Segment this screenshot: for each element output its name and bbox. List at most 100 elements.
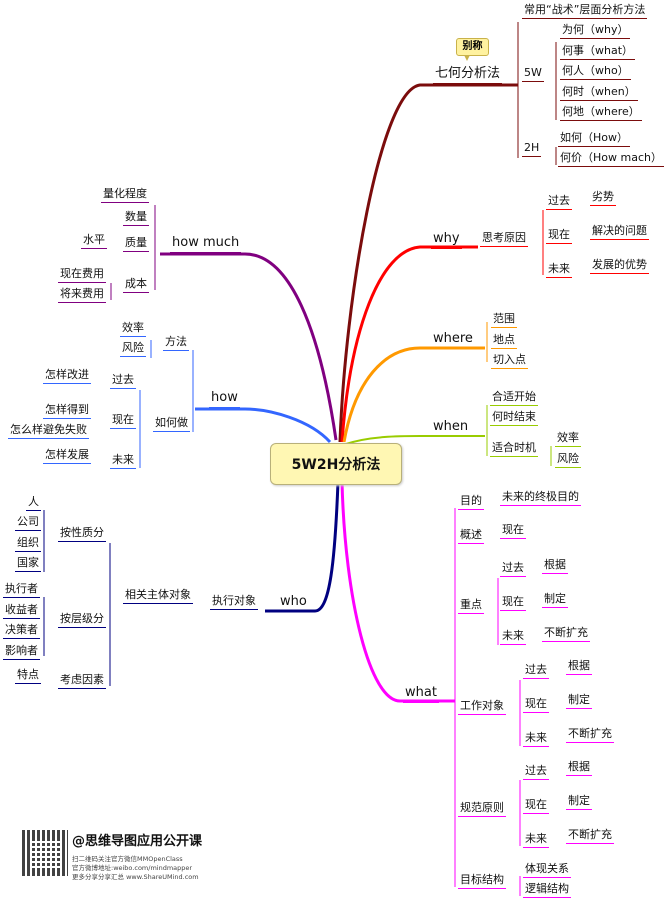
topic-node[interactable]: 过去 xyxy=(523,764,549,780)
branch-label-what[interactable]: what xyxy=(403,685,439,703)
topic-node[interactable]: 目的 xyxy=(458,494,484,510)
topic-node[interactable]: 未来 xyxy=(110,453,136,469)
branch-label-how[interactable]: how xyxy=(209,390,240,408)
topic-node[interactable]: 影响者 xyxy=(3,644,40,660)
topic-node[interactable]: 按性质分 xyxy=(58,526,106,542)
topic-node[interactable]: 未来 xyxy=(546,262,572,278)
topic-node[interactable]: 制定 xyxy=(542,592,568,608)
topic-node[interactable]: 现在 xyxy=(500,523,526,539)
topic-node[interactable]: 合适开始 xyxy=(490,390,538,406)
topic-node[interactable]: 相关主体对象 xyxy=(123,588,193,604)
footer-title: @思维导图应用公开课 xyxy=(72,834,203,849)
topic-node[interactable]: 工作对象 xyxy=(458,699,506,715)
topic-node[interactable]: 目标结构 xyxy=(458,873,506,889)
topic-node[interactable]: 过去 xyxy=(546,194,572,210)
branch-label-why[interactable]: why xyxy=(431,231,462,249)
topic-node[interactable]: 根据 xyxy=(566,659,592,675)
topic-node[interactable]: 何价（How mach） xyxy=(558,151,664,167)
topic-node[interactable]: 执行者 xyxy=(3,582,40,598)
topic-node[interactable]: 2H xyxy=(522,141,542,157)
topic-node[interactable]: 公司 xyxy=(15,515,41,531)
topic-node[interactable]: 人 xyxy=(26,495,41,511)
topic-node[interactable]: 体现关系 xyxy=(523,862,571,878)
topic-node[interactable]: 过去 xyxy=(110,373,136,389)
topic-node[interactable]: 现在 xyxy=(523,697,549,713)
topic-node[interactable]: 适合时机 xyxy=(490,441,538,457)
topic-node[interactable]: 成本 xyxy=(123,277,149,293)
topic-node[interactable]: 未来 xyxy=(523,832,549,848)
topic-node[interactable]: 未来 xyxy=(500,629,526,645)
topic-node[interactable]: 特点 xyxy=(15,668,41,684)
topic-node[interactable]: 效率 xyxy=(555,431,581,447)
branch-label-howmuch[interactable]: how much xyxy=(170,235,242,253)
topic-node[interactable]: 不断扩充 xyxy=(542,626,590,642)
topic-node[interactable]: 现在 xyxy=(523,798,549,814)
branch-who xyxy=(265,481,340,613)
topic-node[interactable]: 执行对象 xyxy=(210,594,258,610)
topic-node[interactable]: 现在 xyxy=(500,595,526,611)
topic-node[interactable]: 制定 xyxy=(566,794,592,810)
topic-node[interactable]: 数量 xyxy=(123,210,149,226)
topic-node[interactable]: 何地（where） xyxy=(560,105,642,121)
topic-node[interactable]: 劣势 xyxy=(590,190,616,206)
branch-label-who[interactable]: who xyxy=(278,594,309,612)
topic-node[interactable]: 怎么样避免失败 xyxy=(8,423,89,439)
topic-node[interactable]: 不断扩充 xyxy=(566,727,614,743)
topic-node[interactable]: 常用“战术”层面分析方法 xyxy=(522,3,648,19)
topic-node[interactable]: 何时结束 xyxy=(490,410,538,426)
topic-node[interactable]: 按层级分 xyxy=(58,612,106,628)
topic-node[interactable]: 方法 xyxy=(163,335,189,351)
topic-node[interactable]: 风险 xyxy=(120,341,146,357)
topic-node[interactable]: 范围 xyxy=(491,312,517,328)
topic-node[interactable]: 如何做 xyxy=(153,416,190,432)
topic-node[interactable]: 风险 xyxy=(555,452,581,468)
topic-node[interactable]: 怎样发展 xyxy=(43,448,91,464)
topic-node[interactable]: 将来费用 xyxy=(58,287,106,303)
topic-node[interactable]: 切入点 xyxy=(491,353,528,369)
topic-node[interactable]: 过去 xyxy=(500,561,526,577)
topic-node[interactable]: 决策者 xyxy=(3,623,40,639)
callout-alias[interactable]: 别称 xyxy=(456,38,489,61)
topic-node[interactable]: 现在费用 xyxy=(58,267,106,283)
topic-node[interactable]: 地点 xyxy=(491,333,517,349)
topic-node[interactable]: 何人（who） xyxy=(560,64,631,80)
topic-node[interactable]: 怎样改进 xyxy=(43,368,91,384)
topic-node[interactable]: 5W xyxy=(522,66,544,82)
topic-node[interactable]: 解决的问题 xyxy=(590,224,649,240)
topic-node[interactable]: 根据 xyxy=(542,558,568,574)
topic-node[interactable]: 不断扩充 xyxy=(566,828,614,844)
topic-node[interactable]: 如何（How） xyxy=(558,131,630,147)
topic-node[interactable]: 未来的终极目的 xyxy=(500,490,581,506)
topic-node[interactable]: 何事（what） xyxy=(560,44,636,60)
topic-node[interactable]: 国家 xyxy=(15,556,41,572)
topic-node[interactable]: 发展的优势 xyxy=(590,258,649,274)
branch-howmuch xyxy=(160,252,338,441)
topic-node[interactable]: 根据 xyxy=(566,760,592,776)
topic-node[interactable]: 质量 xyxy=(123,236,149,252)
topic-node[interactable]: 思考原因 xyxy=(480,231,528,247)
topic-node[interactable]: 过去 xyxy=(523,663,549,679)
topic-node[interactable]: 现在 xyxy=(546,228,572,244)
topic-node[interactable]: 未来 xyxy=(523,731,549,747)
branch-label-qihe[interactable]: 七何分析法 xyxy=(433,66,503,84)
topic-node[interactable]: 水平 xyxy=(81,233,107,249)
topic-node[interactable]: 何时（when） xyxy=(560,85,638,101)
topic-node[interactable]: 重点 xyxy=(458,598,484,614)
topic-node[interactable]: 规范原则 xyxy=(458,801,506,817)
branch-why xyxy=(340,245,478,443)
topic-node[interactable]: 收益者 xyxy=(3,603,40,619)
topic-node[interactable]: 为何（why） xyxy=(560,23,631,39)
topic-node[interactable]: 量化程度 xyxy=(101,187,149,203)
topic-node[interactable]: 制定 xyxy=(566,693,592,709)
topic-node[interactable]: 逻辑结构 xyxy=(523,882,571,898)
topic-node[interactable]: 考虑因素 xyxy=(58,673,106,689)
branch-label-when[interactable]: when xyxy=(431,419,471,437)
topic-node[interactable]: 怎样得到 xyxy=(43,403,91,419)
topic-node[interactable]: 现在 xyxy=(110,413,136,429)
topic-node[interactable]: 组织 xyxy=(15,536,41,552)
topic-node[interactable]: 概述 xyxy=(458,528,484,544)
footer-line-2: 官方微博地址:weibo.com/mindmapper xyxy=(72,864,193,872)
central-topic[interactable]: 5W2H分析法 xyxy=(270,443,402,485)
topic-node[interactable]: 效率 xyxy=(120,321,146,337)
branch-label-where[interactable]: where xyxy=(431,331,475,349)
